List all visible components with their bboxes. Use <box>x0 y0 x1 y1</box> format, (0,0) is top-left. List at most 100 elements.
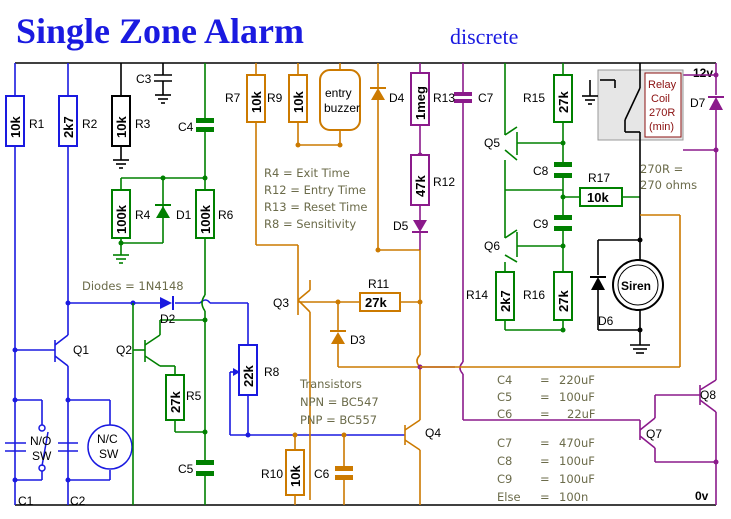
r7-value: 10k <box>249 91 264 113</box>
orange-junctions <box>292 142 423 438</box>
rail-0v-label: 0v <box>695 489 709 503</box>
page-subtitle: discrete <box>450 24 518 49</box>
q5-ref: Q5 <box>484 136 500 150</box>
cap-table-value: 100n <box>559 490 588 504</box>
r8-value: 22k <box>241 365 256 387</box>
transistors-note-3: PNP = BC557 <box>300 413 377 427</box>
buzzer <box>319 69 361 131</box>
transistors-note-1: Transistors <box>299 377 362 391</box>
r8-ref: R8 <box>264 365 280 379</box>
resistor-r13 <box>410 72 430 126</box>
cap-table-eq: = <box>540 407 550 421</box>
cap-table-eq: = <box>540 454 550 468</box>
cap-table-name: Else <box>497 490 521 504</box>
capacitor-c4 <box>196 118 214 132</box>
resistor-r15 <box>553 74 573 123</box>
r9-ref: R9 <box>267 91 283 105</box>
capacitor-table: C4 = 220uF C5 = 100uF C6 = 22uF C7 = 470… <box>497 373 596 504</box>
diode-d4 <box>370 87 386 100</box>
green-right-junctions <box>560 140 566 333</box>
diode-d2 <box>160 296 174 310</box>
diode-d5 <box>412 220 428 233</box>
relay-label-3: 270R <box>649 107 675 119</box>
timing-note-2: R12 = Entry Time <box>264 183 366 197</box>
cap-table-name: C6 <box>497 407 512 421</box>
cap-table-eq: = <box>540 490 550 504</box>
c7-ref: C7 <box>478 91 494 105</box>
cap-table-value: 22uF <box>567 407 596 421</box>
resistor-r4 <box>111 189 131 239</box>
c3-ref: C3 <box>136 72 152 86</box>
q1-ref: Q1 <box>73 343 89 357</box>
r3-ref: R3 <box>135 117 151 131</box>
r15-value: 27k <box>556 91 571 113</box>
r6-ref: R6 <box>218 208 234 222</box>
cap-table-value: 220uF <box>559 373 595 387</box>
relay-label-1: Relay <box>648 79 677 91</box>
resistor-r1 <box>5 95 25 147</box>
c4-ref: C4 <box>178 120 194 134</box>
resistor-r14 <box>495 271 515 321</box>
cap-table-value: 100uF <box>559 472 595 486</box>
r15-ref: R15 <box>523 91 545 105</box>
relay-label-4: (min) <box>649 121 674 133</box>
relay-note-1: 270R = <box>640 162 683 176</box>
switch-nc-label-2: SW <box>99 447 119 461</box>
r17-ref: R17 <box>588 171 610 185</box>
d5-ref: D5 <box>393 219 409 233</box>
resistor-r10 <box>285 449 305 496</box>
d7-ref: D7 <box>690 96 706 110</box>
page-title: Single Zone Alarm <box>16 11 304 51</box>
resistor-r17 <box>579 187 623 207</box>
siren-feed-wiring <box>420 214 681 368</box>
r4-ref: R4 <box>135 208 151 222</box>
black-right-junctions <box>637 237 643 333</box>
cap-table-eq: = <box>540 373 550 387</box>
diode-d7 <box>708 96 724 110</box>
cap-table-name: C5 <box>497 390 512 404</box>
capacitor-c9 <box>554 215 572 231</box>
c8-ref: C8 <box>533 164 549 178</box>
r12-ref: R12 <box>433 175 455 189</box>
d1-ref: D1 <box>176 208 192 222</box>
cap-table-name: C9 <box>497 472 512 486</box>
r13-ref: R13 <box>433 91 455 105</box>
siren-label: Siren <box>621 279 651 293</box>
r12-value: 47k <box>413 175 428 197</box>
buzzer-label-2: buzzer <box>324 101 360 115</box>
r2-ref: R2 <box>82 117 98 131</box>
blue-wiring <box>5 63 405 505</box>
resistor-r8 <box>233 344 258 396</box>
q4-ref: Q4 <box>425 426 441 440</box>
r10-value: 10k <box>288 465 303 487</box>
black-wiring <box>113 63 172 169</box>
r5-ref: R5 <box>186 389 202 403</box>
capacitor-c8 <box>554 162 572 178</box>
d2-ref: D2 <box>160 312 176 326</box>
r11-ref: R11 <box>368 277 389 291</box>
switch-nc <box>87 424 133 470</box>
rail-12v-label: 12v <box>693 66 713 80</box>
c2-ref: C2 <box>70 494 86 508</box>
r1-ref: R1 <box>29 117 45 131</box>
green-wiring <box>113 63 206 505</box>
siren <box>612 259 664 311</box>
timing-note-1: R4 = Exit Time <box>264 166 350 180</box>
transistors-note-2: NPN = BC547 <box>300 395 379 409</box>
switch-no <box>38 424 49 472</box>
diode-d3 <box>330 330 346 344</box>
q3-ref: Q3 <box>273 296 289 310</box>
cap-table-value: 470uF <box>559 436 595 450</box>
capacitor-c7 <box>454 92 472 103</box>
d4-ref: D4 <box>389 91 405 105</box>
q2-ref: Q2 <box>116 343 132 357</box>
resistor-r6 <box>195 189 215 239</box>
q7-ref: Q7 <box>646 427 662 441</box>
green-junctions <box>118 175 208 435</box>
switch-no-label-2: SW <box>32 449 52 463</box>
component-values: 10k 2k7 10k 100k 27k 100k 10k 22k 10k 10… <box>8 86 609 487</box>
cap-table-eq: = <box>540 390 550 404</box>
component-refs: R1 R2 R3 R4 R5 R6 R7 R8 R9 R10 R11 R12 R… <box>18 72 716 508</box>
relay-note-2: 270 ohms <box>640 178 697 192</box>
